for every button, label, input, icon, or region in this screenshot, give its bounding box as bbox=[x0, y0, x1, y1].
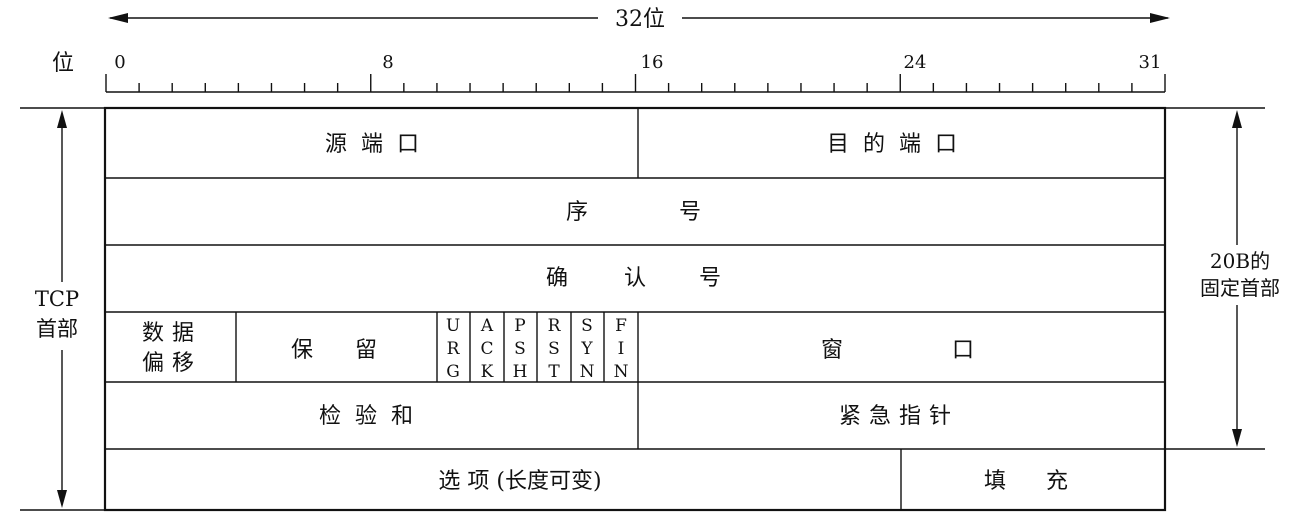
sequence-number-field-part1: 序 bbox=[566, 200, 588, 225]
flag-rst: R S T bbox=[548, 316, 562, 382]
header-table-border bbox=[103, 106, 1167, 512]
options-field: 选 项 (长度可变) bbox=[438, 469, 601, 494]
flag-fin-letter-2: I bbox=[618, 339, 625, 359]
flag-rst-letter-2: S bbox=[548, 339, 560, 359]
flag-ack-letter-2: C bbox=[480, 339, 493, 359]
width-label: 32位 bbox=[615, 7, 665, 32]
tcp-header-label-line2: 首部 bbox=[36, 317, 78, 341]
flag-urg-letter-3: G bbox=[446, 362, 460, 382]
padding-field-part2: 充 bbox=[1046, 469, 1068, 494]
sequence-number-field-part2: 号 bbox=[679, 200, 701, 225]
bit-ruler bbox=[105, 74, 1166, 93]
flag-psh-letter-2: S bbox=[514, 339, 526, 359]
flag-urg: U R G bbox=[446, 316, 461, 382]
ack-number-field-part1: 确 bbox=[546, 266, 568, 291]
window-field-part2: 口 bbox=[952, 338, 974, 363]
flag-psh-letter-3: H bbox=[513, 362, 528, 382]
flag-rst-letter-1: R bbox=[548, 316, 562, 336]
ack-number-field-part2: 认 bbox=[624, 266, 646, 291]
fixed-header-label-line2: 固定首部 bbox=[1200, 276, 1280, 300]
ack-number-field-part3: 号 bbox=[699, 266, 721, 291]
flag-fin: F I N bbox=[614, 316, 629, 382]
tick-label-8: 8 bbox=[382, 52, 393, 73]
flag-urg-letter-2: R bbox=[447, 339, 461, 359]
data-offset-field-line2: 偏移 bbox=[142, 351, 202, 376]
bit-axis-label: 位 bbox=[52, 51, 74, 76]
flag-rst-letter-3: T bbox=[548, 362, 560, 382]
width-arrow: 32位 bbox=[108, 7, 1170, 32]
tcp-header-span-arrow bbox=[57, 110, 67, 508]
flag-urg-letter-1: U bbox=[446, 316, 460, 336]
flag-syn: S Y N bbox=[580, 316, 595, 382]
flag-ack: A C K bbox=[480, 316, 494, 382]
reserved-field-part2: 留 bbox=[355, 338, 377, 363]
checksum-field: 检验和 bbox=[319, 404, 427, 429]
data-offset-field-line1: 数据 bbox=[142, 321, 202, 346]
flag-psh-letter-1: P bbox=[514, 316, 525, 336]
flag-psh: P S H bbox=[513, 316, 528, 382]
source-port-field: 源端口 bbox=[325, 132, 433, 157]
flag-ack-letter-3: K bbox=[481, 362, 494, 382]
padding-field-part1: 填 bbox=[984, 469, 1006, 494]
flag-syn-letter-1: S bbox=[581, 316, 593, 336]
reserved-field-part1: 保 bbox=[291, 338, 313, 363]
flag-ack-letter-1: A bbox=[480, 316, 494, 336]
window-field-part1: 窗 bbox=[821, 338, 843, 363]
fixed-header-label-line1: 20B的 bbox=[1210, 249, 1270, 273]
flag-fin-letter-1: F bbox=[615, 316, 627, 336]
tick-label-0: 0 bbox=[114, 52, 125, 73]
flag-syn-letter-2: Y bbox=[580, 339, 593, 359]
tick-label-31: 31 bbox=[1139, 52, 1162, 73]
flag-syn-letter-3: N bbox=[580, 362, 595, 382]
urgent-pointer-field: 紧急指针 bbox=[839, 404, 959, 429]
tcp-header-label-line1: TCP bbox=[35, 287, 79, 311]
tick-label-16: 16 bbox=[641, 52, 664, 73]
fixed-header-span-arrow bbox=[1232, 110, 1242, 447]
destination-port-field: 目的端口 bbox=[827, 132, 971, 157]
tick-label-24: 24 bbox=[904, 52, 927, 73]
flag-fin-letter-3: N bbox=[614, 362, 629, 382]
